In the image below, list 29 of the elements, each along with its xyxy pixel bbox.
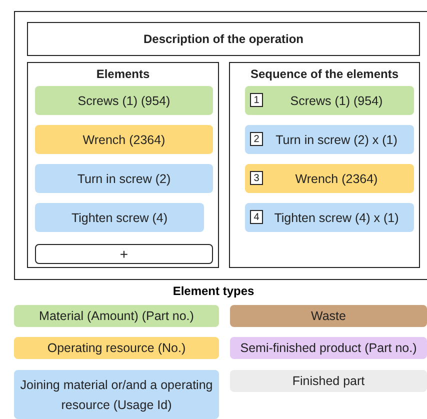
element-label: Screws (1) (954) [289,94,383,108]
legend-swatch: Material (Amount) (Part no.) [14,305,219,327]
element-label: Turn in screw (2) x (1) [274,132,398,146]
add-button: + [35,244,213,264]
element-card: Wrench (2364) [35,125,213,154]
step-number: 3 [250,171,263,185]
step-number: 1 [250,93,263,107]
element-card: Tighten screw (4) [35,203,204,232]
panel [27,62,219,268]
element-card [245,203,414,232]
panel-heading: Sequence of the elements [250,67,399,81]
legend-swatch: Finished part [230,370,427,392]
operation-description-box: Description of the operation [27,22,420,56]
panel [229,62,420,268]
step-number: 2 [250,132,263,146]
step-number: 4 [250,210,263,224]
legend-swatch: Semi-finished product (Part no.) [230,337,427,359]
element-card [245,125,414,154]
legend-swatch: Operating resource (No.) [14,337,219,359]
section-heading: Element types [172,284,256,298]
legend-swatch: Joining material or/and a operating resource (Usage Id) [14,370,219,419]
element-label: Wrench (2364) [294,172,378,186]
element-card [245,86,414,115]
panel-heading: Elements [96,67,150,81]
element-label: Tighten screw (4) x (1) [273,210,399,224]
legend-swatch: Waste [230,305,427,327]
element-card: Turn in screw (2) [35,164,213,193]
element-card [245,164,414,193]
element-card: Screws (1) (954) [35,86,213,115]
